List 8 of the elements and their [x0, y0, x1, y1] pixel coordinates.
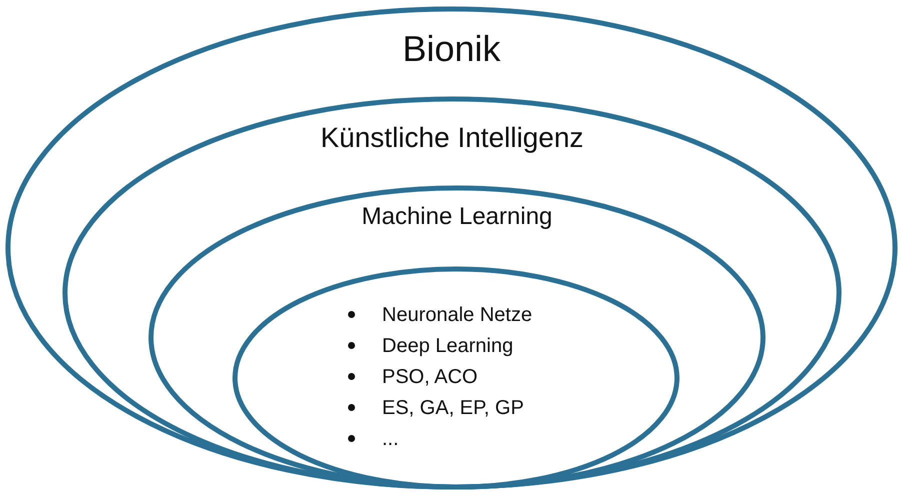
ellipse-title: Bionik: [402, 28, 501, 70]
bullet-item: PSO, ACO: [344, 362, 532, 393]
ellipse-title: Machine Learning: [362, 203, 552, 231]
bullet-item: Deep Learning: [344, 331, 532, 362]
bullet-item: ES, GA, EP, GP: [344, 393, 532, 424]
ellipse-title: Künstliche Intelligenz: [320, 122, 584, 154]
bullet-item: Neuronale Netze: [344, 300, 532, 331]
bullet-item: ...: [344, 424, 532, 455]
